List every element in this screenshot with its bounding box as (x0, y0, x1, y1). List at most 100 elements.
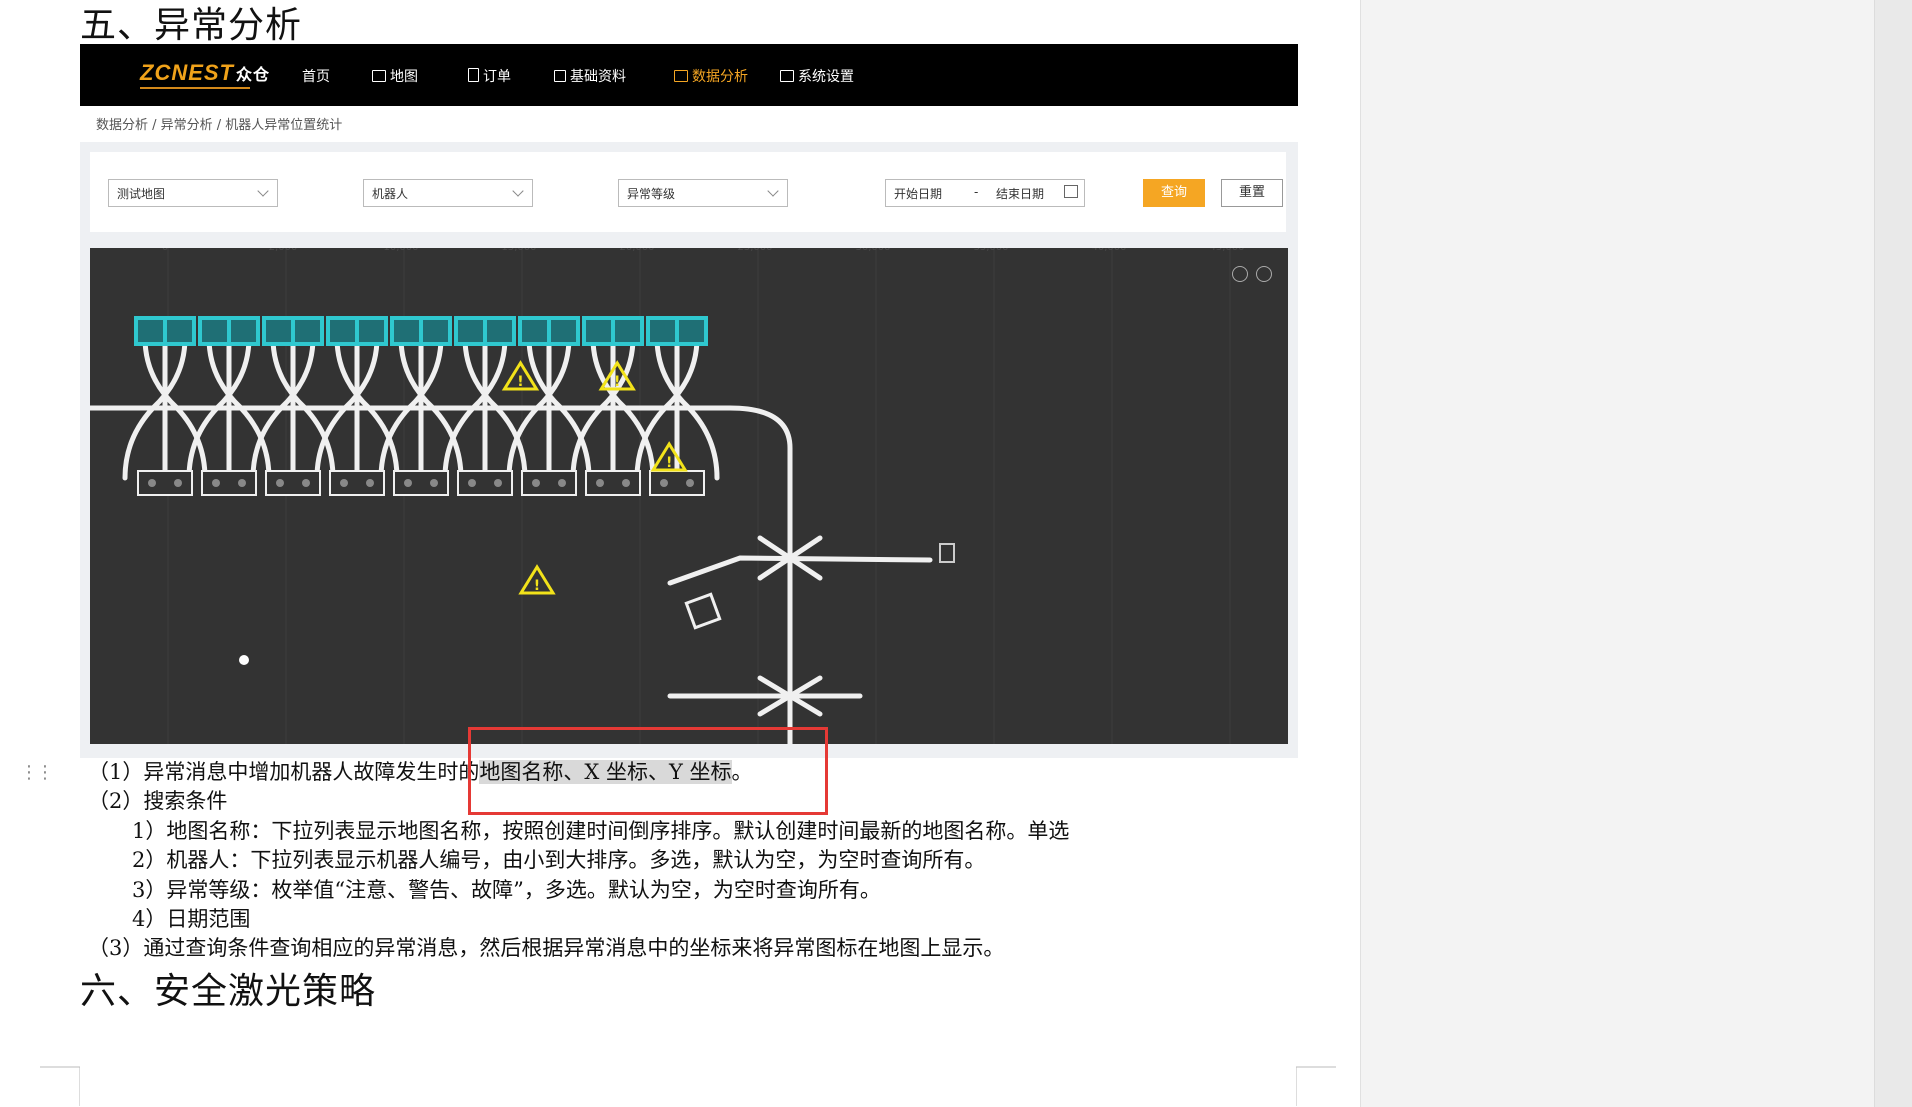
page-corner-mark (1296, 1066, 1336, 1106)
station-dot (494, 479, 502, 487)
nav-item-data-analysis[interactable]: 数据分析 (674, 66, 748, 86)
reset-button[interactable]: 重置 (1221, 179, 1283, 207)
page-corner-mark (40, 1066, 80, 1106)
station-dot (430, 479, 438, 487)
branch-track (654, 335, 720, 481)
station-dot (340, 479, 348, 487)
document-icon (468, 68, 479, 82)
crossing-track (757, 675, 823, 717)
scroll-gutter (1874, 0, 1912, 1107)
robot-select[interactable]: 机器人 (363, 179, 533, 207)
station-bottom (265, 470, 321, 496)
station-bottom (329, 470, 385, 496)
branch-track (590, 335, 656, 481)
station-bottom (457, 470, 513, 496)
station-bottom (201, 470, 257, 496)
station-dot (686, 479, 694, 487)
branch-track (142, 335, 208, 481)
date-range-picker[interactable]: 开始日期 - 结束日期 (885, 179, 1085, 207)
logo-underline (140, 87, 250, 89)
station-dot (468, 479, 476, 487)
station-bottom (137, 470, 193, 496)
lower-track-a (667, 555, 933, 586)
station-bottom (393, 470, 449, 496)
section-heading-5: 五、异常分析 (80, 5, 303, 46)
map-select[interactable]: 测试地图 (108, 179, 278, 207)
paragraph-2-2: 2）机器人：下拉列表显示机器人编号，由小到大排序。多选，默认为空，为空时查询所有… (132, 848, 986, 872)
end-date-input[interactable]: 结束日期 (996, 187, 1045, 201)
x-tick-label: 35,000 (974, 248, 1009, 253)
select-value: 测试地图 (117, 187, 166, 201)
branch-track (206, 335, 272, 481)
paragraph-2-3: 3）异常等级：枚举值“注意、警告、故障”，多选。默认为空，为空时查询所有。 (132, 878, 881, 902)
map-canvas[interactable]: 02,00010,00015,00020,00025,00030,00035,0… (87, 242, 1349, 747)
station-dot (302, 479, 310, 487)
branch-track (634, 335, 700, 481)
calendar-icon[interactable] (1064, 185, 1078, 198)
nav-item-orders[interactable]: 订单 (468, 66, 511, 86)
nav-item-basic-data[interactable]: 基础资料 (554, 66, 626, 86)
logo-text: ZCNEST (140, 60, 234, 85)
map-point (239, 655, 249, 665)
nav-label: 首页 (302, 69, 330, 85)
branch-track (250, 335, 316, 481)
paragraph-text: 。 (731, 760, 753, 784)
station-dot (276, 479, 284, 487)
branch-track (270, 335, 336, 481)
start-date-input[interactable]: 开始日期 (894, 187, 943, 201)
highlight-annotation-box (468, 727, 828, 815)
x-tick-label: 25,000 (738, 248, 773, 253)
reset-view-icon[interactable] (1256, 266, 1272, 282)
logo-cn: 众仓 (236, 67, 271, 84)
nav-label: 数据分析 (692, 69, 748, 85)
branch-track (314, 335, 380, 481)
station-dot (660, 479, 668, 487)
branch-track (526, 335, 592, 481)
cube-icon (554, 70, 566, 82)
station-dot (532, 479, 540, 487)
chevron-down-icon (257, 185, 269, 197)
crossing-track (757, 535, 823, 581)
station-bottom (649, 470, 705, 496)
select-placeholder: 异常等级 (627, 187, 676, 201)
paragraph-3: （3）通过查询条件查询相应的异常消息，然后根据异常消息中的坐标来将异常图标在地图… (88, 936, 1005, 960)
query-button[interactable]: 查询 (1143, 179, 1205, 207)
zoom-in-icon[interactable] (1232, 266, 1248, 282)
warning-icon (650, 441, 688, 472)
monitor-icon (674, 70, 688, 82)
nav-label: 基础资料 (570, 69, 626, 85)
monitor-icon (780, 70, 794, 82)
station-dot (404, 479, 412, 487)
x-tick-label: 30,000 (856, 248, 891, 253)
branch-track (122, 335, 188, 481)
charger-box (939, 543, 955, 563)
paragraph-2-4: 4）日期范围 (132, 907, 251, 931)
station-dot (174, 479, 182, 487)
station-bottom (585, 470, 641, 496)
branch-track (334, 335, 400, 481)
paragraph-text: （1）异常消息中增加机器人故障发生时的 (88, 760, 480, 784)
drag-handle-icon[interactable]: ⋮⋮ (20, 762, 54, 783)
x-tick-label: 20,000 (620, 248, 655, 253)
station-dot (366, 479, 374, 487)
nav-label: 地图 (390, 69, 418, 85)
section-heading-6: 六、安全激光策略 (80, 971, 377, 1012)
nav-label: 系统设置 (798, 69, 854, 85)
branch-track (398, 335, 464, 481)
x-tick-label: 45,000 (1210, 248, 1245, 253)
level-select[interactable]: 异常等级 (618, 179, 788, 207)
warning-icon (598, 360, 636, 391)
warning-label: ! (666, 455, 672, 471)
nav-label: 订单 (483, 69, 511, 85)
station-bottom (521, 470, 577, 496)
nav-item-system-settings[interactable]: 系统设置 (780, 66, 854, 86)
nav-item-home[interactable]: 首页 (302, 66, 330, 86)
warning-label: ! (614, 374, 620, 390)
branch-track (378, 335, 444, 481)
nav-item-map[interactable]: 地图 (372, 66, 418, 86)
x-tick-label: 2,000 (269, 248, 298, 253)
paragraph-2: （2）搜索条件 (88, 789, 228, 813)
